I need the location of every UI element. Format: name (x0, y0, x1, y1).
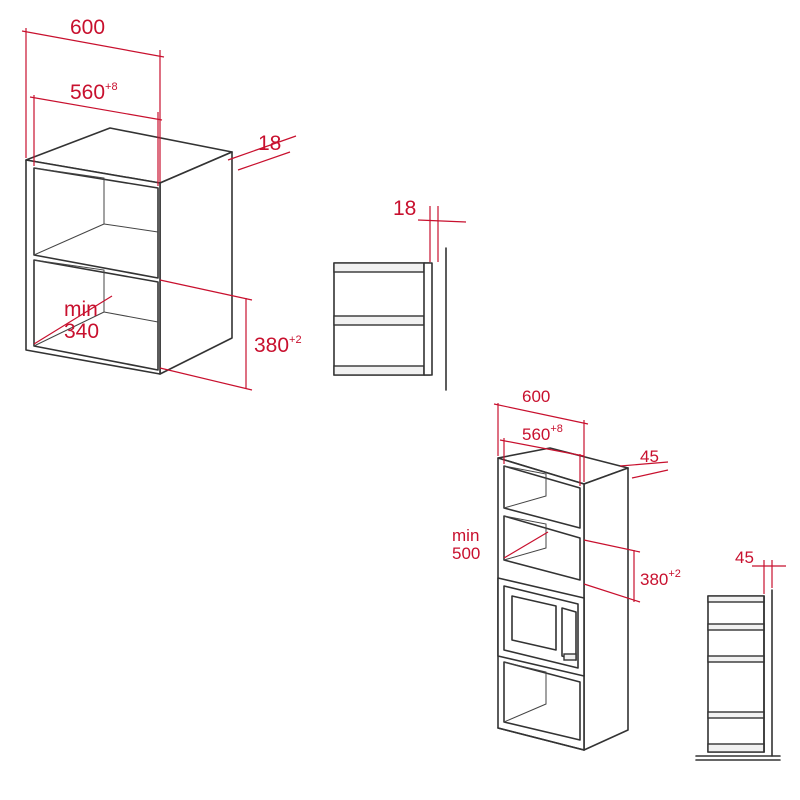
tall-section-dimensions: 45 (735, 548, 786, 594)
tall-section-drawing (695, 589, 781, 761)
upper-section-panel-label: 18 (393, 197, 416, 220)
upper-cabinet-drawing (25, 127, 233, 375)
tall-min-label: min (452, 526, 479, 545)
upper-niche-width-label: 560+8 (70, 81, 118, 104)
upper-section-dimensions: 18 (393, 197, 467, 262)
tall-gap-label: 45 (640, 447, 659, 466)
tall-niche-width-label: 560+8 (522, 423, 563, 444)
upper-niche-height-label: 380+2 (254, 334, 302, 357)
upper-cabinet-dimensions: 600 560+8 18 min 340 380+2 (21, 16, 302, 391)
tall-width-label: 600 (522, 387, 550, 406)
tall-niche-height-label: 380+2 (640, 568, 681, 589)
tall-min-value: 500 (452, 544, 480, 563)
upper-min-label: min (64, 298, 98, 321)
tall-cabinet-dimensions: 600 560+8 45 min 500 380+2 (452, 387, 681, 603)
upper-panel-label: 18 (258, 132, 281, 155)
tall-section-gap-label: 45 (735, 548, 754, 567)
upper-min-value: 340 (64, 320, 99, 343)
tall-cabinet-drawing (497, 447, 629, 751)
upper-section-drawing (333, 247, 447, 391)
upper-width-label: 600 (70, 16, 105, 39)
